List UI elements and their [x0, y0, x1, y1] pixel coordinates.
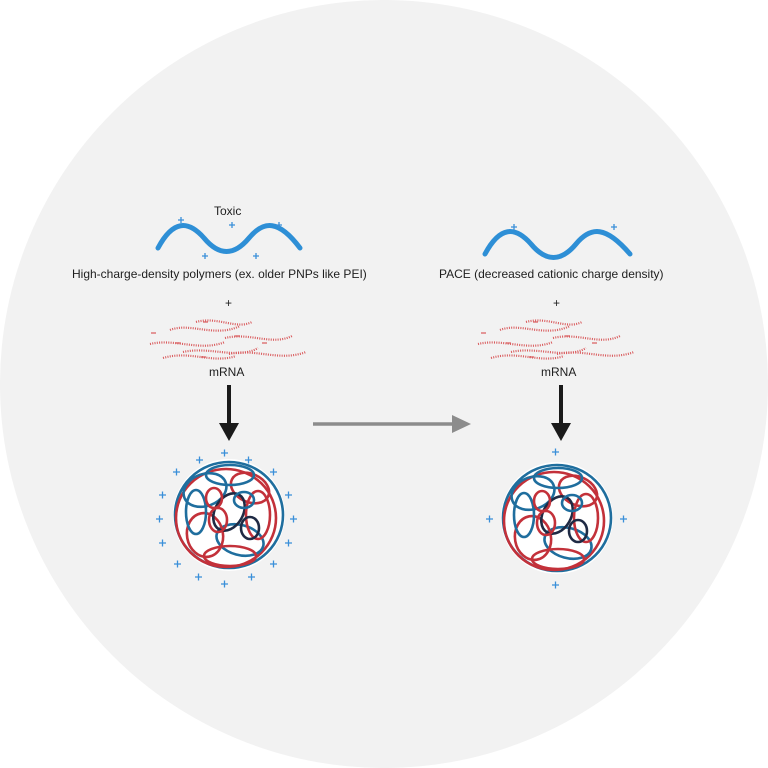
down-arrow-icon: [219, 385, 239, 441]
nanoparticle-icon: [173, 460, 285, 570]
left-nanoparticle-charges: [156, 449, 297, 588]
right-nanoparticle: [486, 448, 627, 589]
right-polymer: [482, 224, 633, 260]
right-polymer-charges: [511, 224, 617, 230]
left-polymer-charges: [178, 217, 282, 259]
polymer-wave-icon: [155, 223, 303, 254]
polymer-wave-icon: [482, 229, 633, 260]
right-nanoparticle-charges: [486, 448, 627, 589]
right-polymer-label: PACE (decreased cationic charge density): [439, 267, 664, 281]
left-mrna-charges: [151, 321, 267, 358]
left-nanoparticle: [156, 449, 297, 588]
left-plus-sign: +: [225, 296, 233, 310]
left-mrna-strands: [149, 319, 307, 360]
right-mrna-label: mRNA: [541, 365, 577, 379]
left-polymer: [155, 217, 303, 259]
left-polymer-label: High-charge-density polymers (ex. older …: [72, 267, 367, 281]
toxic-label: Toxic: [214, 204, 242, 218]
nanoparticle-icon: [501, 463, 613, 573]
right-mrna-charges: [481, 321, 597, 358]
right-mrna-strands: [477, 319, 635, 360]
right-plus-sign: +: [553, 296, 561, 310]
down-arrow-icon: [551, 385, 571, 441]
left-mrna-label: mRNA: [209, 365, 245, 379]
right-arrow-icon: [313, 415, 471, 433]
